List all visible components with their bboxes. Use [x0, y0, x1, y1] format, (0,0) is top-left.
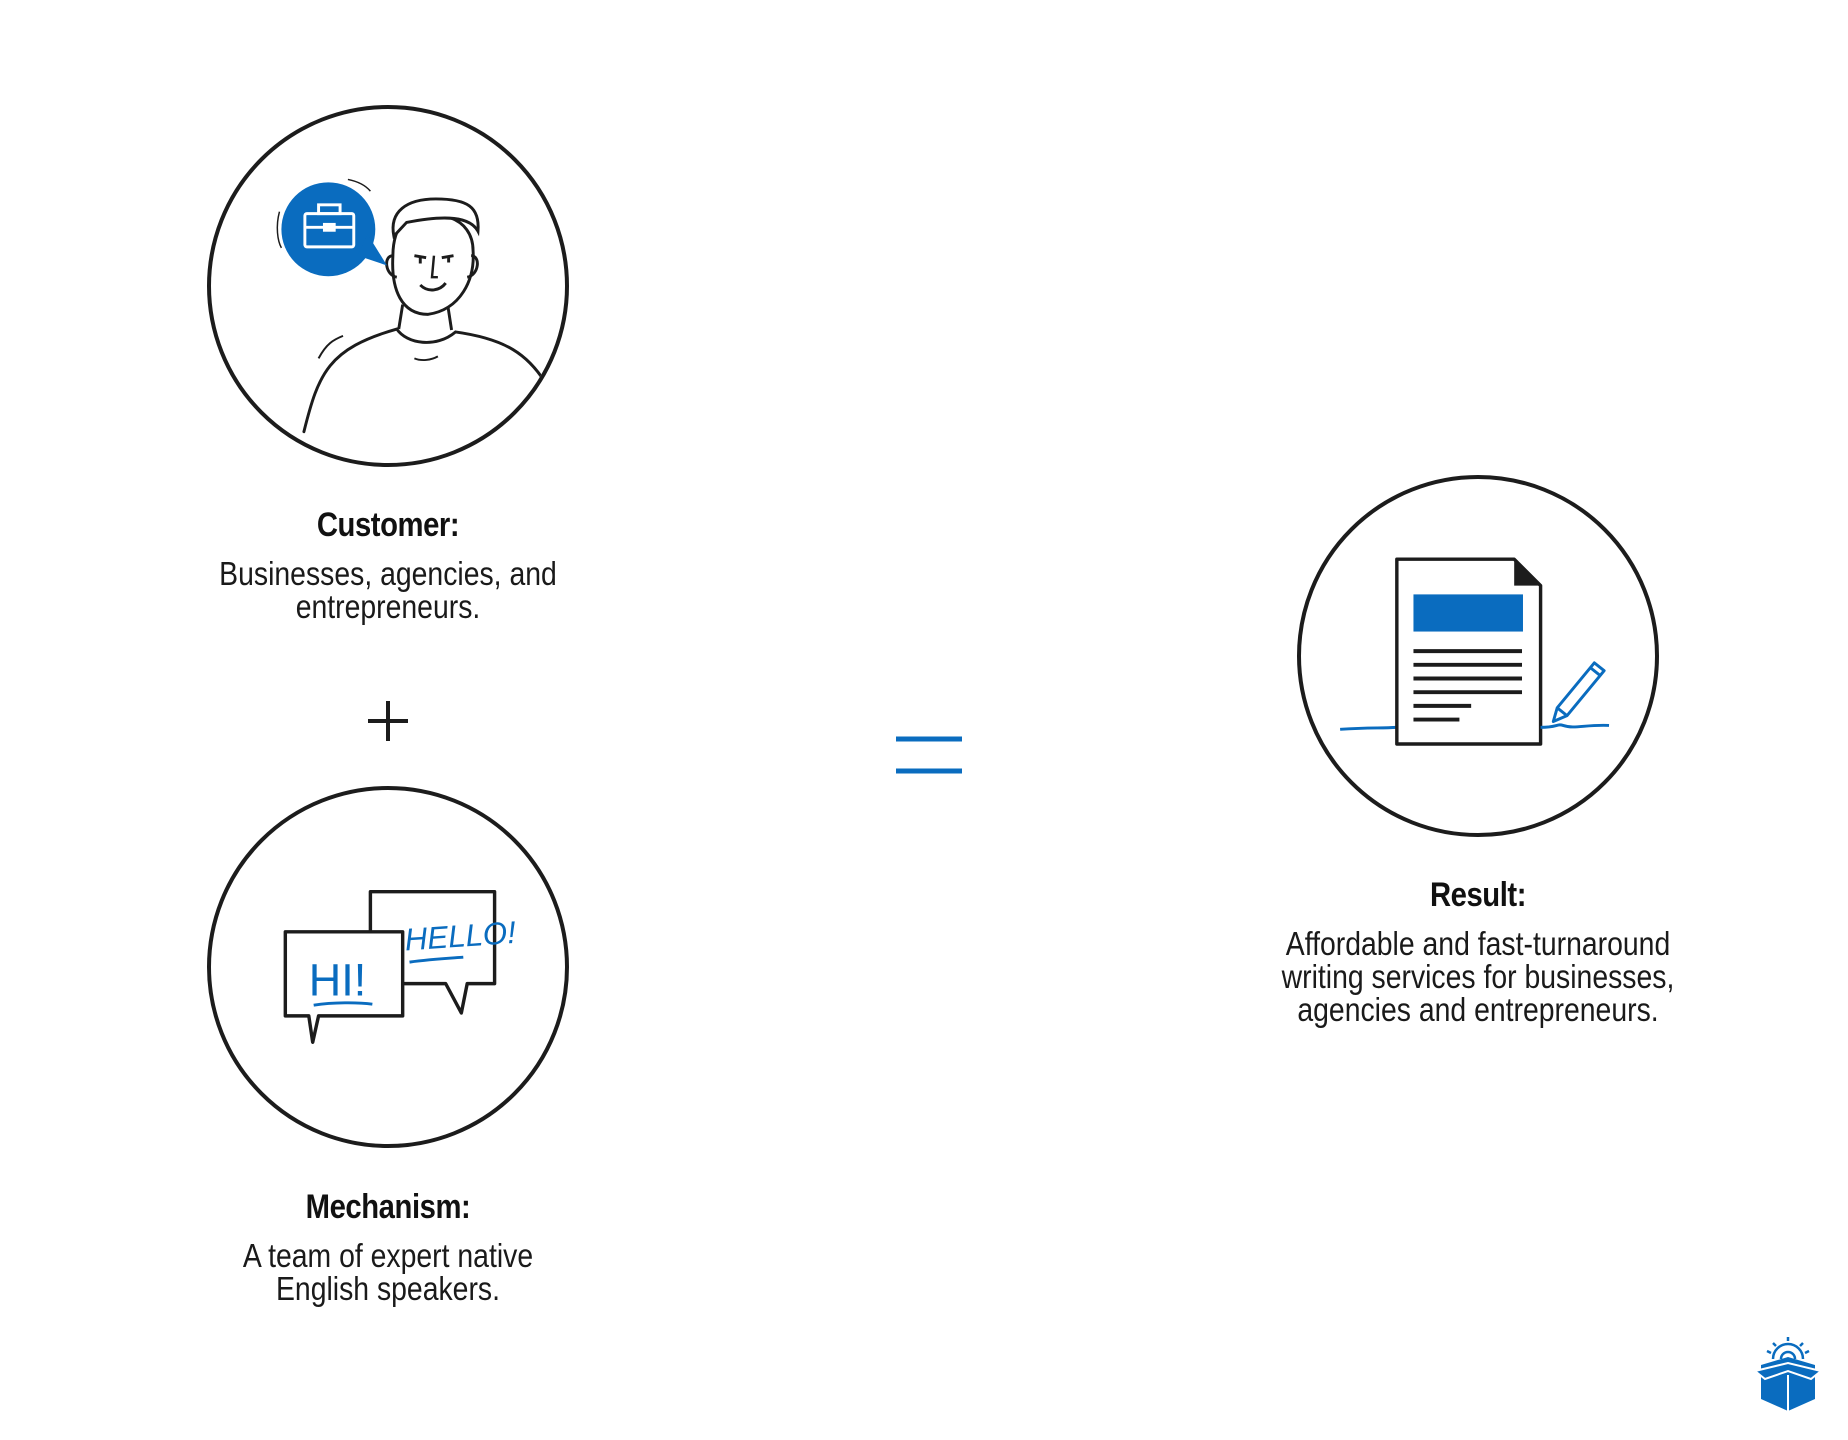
result-title: Result: [1429, 876, 1527, 914]
mechanism-text-block: Mechanism: A team of expert native Engli… [150, 1187, 626, 1305]
customer-text-block: Customer: Businesses, agencies, and entr… [150, 505, 626, 623]
document-icon [1395, 557, 1543, 746]
mechanism-title: Mechanism: [305, 1188, 471, 1226]
briefcase-icon [303, 203, 356, 249]
plus-icon [368, 701, 408, 741]
person-icon [302, 327, 550, 434]
result-circle [1297, 475, 1659, 837]
box-gear-logo-icon [1753, 1337, 1823, 1411]
customer-circle [207, 105, 569, 467]
customer-description: Businesses, agencies, and entrepreneurs. [219, 555, 557, 625]
customer-title: Customer: [316, 506, 460, 544]
hi-text: HI! [309, 954, 366, 1005]
pencil-icon [1551, 661, 1606, 723]
hello-text: HELLO! [404, 915, 518, 958]
result-text-block: Result: Affordable and fast-turnaround w… [1236, 875, 1720, 1026]
customer-illustration [276, 178, 550, 434]
mechanism-circle: HELLO! HI! [207, 786, 569, 1148]
equals-icon [896, 736, 962, 774]
result-description: Affordable and fast-turnaround writing s… [1281, 925, 1675, 1028]
speech-bubbles-icon: HELLO! HI! [283, 889, 518, 1045]
mechanism-description: A team of expert native English speakers… [242, 1237, 534, 1307]
